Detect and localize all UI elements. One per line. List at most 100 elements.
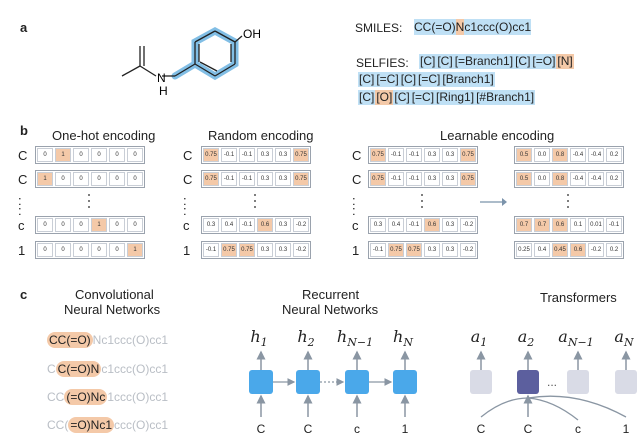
cnn-line: CC(=O)Nc1ccc(O)cc1 [47, 332, 169, 348]
encoding-cell: 0.0 [534, 148, 550, 162]
rnn-hidden-label: hN−1 [337, 327, 373, 349]
encoding-row [201, 170, 311, 188]
row-label: c [18, 218, 25, 233]
encoding-row [368, 216, 478, 234]
row-label: 1 [183, 243, 191, 258]
encoding-row [35, 216, 145, 234]
row-label: : [18, 203, 22, 218]
ellipsis-dot [254, 206, 256, 208]
transformer-node [615, 370, 637, 394]
encoding-cell: 0.3 [257, 243, 273, 257]
transformer-ellipsis: ... [547, 375, 557, 389]
encoding-row [368, 146, 478, 164]
h-atom-label: H [159, 84, 168, 98]
encoding-cell: -0.1 [239, 218, 255, 232]
encoding-cell: 0.75 [388, 243, 404, 257]
cnn-window: (=O)Nc [64, 389, 108, 405]
selfies-token: [O] [375, 90, 394, 105]
cnn-post: ccc(O)cc1 [114, 418, 169, 432]
cnn-pre: CC [47, 390, 65, 404]
cnn-post: 1ccc(O)cc1 [107, 390, 169, 404]
encoding-cell: 0 [73, 243, 89, 257]
encoding-cell: 0 [55, 218, 71, 232]
ellipsis-dot [88, 206, 90, 208]
encoding-cell: 1 [37, 172, 53, 186]
encoding-cell: -0.4 [588, 172, 604, 186]
rnn-hidden-label: h1 [250, 327, 267, 349]
encoding-row [201, 146, 311, 164]
row-label: C [18, 172, 28, 187]
row-label: : [352, 193, 356, 208]
attention-arc [480, 397, 529, 418]
transformer-output-label: a1 [471, 327, 488, 349]
selfies-token: [Branch1] [441, 72, 495, 87]
encoding-row [201, 241, 311, 259]
cnn-post: Nc1ccc(O)cc1 [92, 333, 169, 347]
encoding-cell: -0.2 [588, 243, 604, 257]
encoding-cell: 0.4 [221, 218, 237, 232]
encoding-cell: 0.75 [221, 243, 237, 257]
encoding-cell: 0 [127, 218, 143, 232]
smiles-part: c1ccc(O)cc1 [464, 19, 532, 35]
encoding-cell: 0 [91, 243, 107, 257]
encoding-row [35, 170, 145, 188]
cnn-pre: C [47, 362, 56, 376]
ellipsis-dot [421, 206, 423, 208]
encoding-cell: 1 [127, 243, 143, 257]
row-label: c [183, 218, 190, 233]
encoding-cell: 0.45 [552, 243, 568, 257]
attention-arc [527, 397, 579, 421]
row-label: c [352, 218, 359, 233]
panel-b-letter: b [20, 123, 28, 138]
encoding-row [514, 241, 624, 259]
encoding-cell: 1 [91, 218, 107, 232]
selfies-token: [Ring1] [435, 90, 476, 105]
encoding-cell: -0.1 [239, 172, 255, 186]
encoding-row [368, 170, 478, 188]
rnn-input-token: 1 [402, 422, 409, 436]
encoding-cell: 0.3 [257, 148, 273, 162]
encoding-cell: 0 [109, 148, 125, 162]
encoding-cell: -0.4 [570, 148, 586, 162]
encoding-cell: -0.2 [460, 243, 476, 257]
transformer-node [567, 370, 589, 394]
rnn-input-token: c [354, 422, 360, 436]
row-label: 1 [18, 243, 26, 258]
rnn-hidden-label: hN [393, 327, 413, 349]
encoding-cell: 0.1 [570, 218, 586, 232]
encoding-cell: 0.75 [293, 172, 309, 186]
encoding-cell: -0.1 [388, 148, 404, 162]
learnable-title: Learnable encoding [440, 128, 555, 143]
encoding-cell: -0.4 [588, 148, 604, 162]
selfies-token: [#Branch1] [475, 90, 536, 105]
cnn-pre: CC( [47, 418, 69, 432]
encoding-cell: 0.3 [442, 243, 458, 257]
encoding-cell: 0.6 [424, 218, 440, 232]
encoding-cell: -0.1 [406, 148, 422, 162]
transformer-node [517, 370, 539, 394]
transformer-input-token: c [575, 422, 581, 436]
encoding-cell: 0 [37, 218, 53, 232]
encoding-cell: 0 [127, 172, 143, 186]
encoding-cell: 0.3 [275, 172, 291, 186]
random-title: Random encoding [208, 128, 314, 143]
row-label: C [352, 172, 362, 187]
ellipsis-dot [254, 194, 256, 196]
encoding-cell: 0 [109, 218, 125, 232]
rnn-hidden-label: h2 [297, 327, 314, 349]
encoding-cell: 0 [37, 243, 53, 257]
encoding-row [514, 170, 624, 188]
transformers-title: Transformers [540, 290, 617, 305]
transformer-output-label: aN [614, 327, 634, 349]
selfies-label: SELFIES: [356, 56, 409, 70]
transformer-diagram: a1Ca2CaN−1caN1... [470, 327, 637, 436]
encoding-cell: 0.25 [516, 243, 532, 257]
selfies-token: [C] [358, 90, 376, 105]
selfies-token: [=C] [410, 90, 436, 105]
encoding-cell: 0.3 [442, 148, 458, 162]
encoding-cell: 0.0 [534, 172, 550, 186]
n-atom-label: N [157, 71, 166, 85]
encoding-cell: 0.4 [534, 243, 550, 257]
